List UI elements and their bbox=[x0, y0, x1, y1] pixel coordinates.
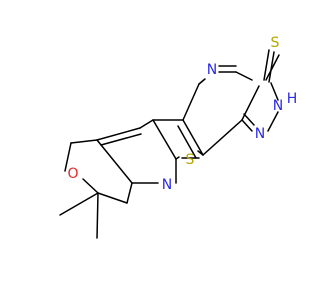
bond bbox=[96, 192, 99, 239]
molecule-structure: S S O N N N N H bbox=[59, 35, 297, 239]
bond bbox=[139, 119, 154, 129]
bond bbox=[182, 83, 200, 121]
triazole-nitrogen-label: N bbox=[255, 126, 265, 142]
pyrimidine-nitrogen-label: N bbox=[207, 62, 217, 78]
bond bbox=[202, 119, 243, 156]
bond bbox=[235, 71, 253, 81]
bond bbox=[64, 142, 72, 172]
bond bbox=[198, 78, 206, 85]
bond bbox=[126, 182, 133, 204]
bond bbox=[97, 192, 128, 204]
triazole-hydrogen-label: H bbox=[287, 91, 298, 107]
bond bbox=[197, 150, 204, 156]
atom-label-layer: S S O N N N N H bbox=[67, 35, 297, 193]
triazole-nh-nitrogen-label: N bbox=[273, 98, 283, 114]
bond bbox=[241, 119, 253, 132]
bond bbox=[268, 51, 275, 83]
bond bbox=[175, 156, 180, 160]
pyran-oxygen-label: O bbox=[67, 166, 78, 182]
bond bbox=[70, 139, 98, 144]
bond bbox=[82, 178, 99, 194]
bond bbox=[96, 127, 141, 141]
bond bbox=[265, 54, 280, 81]
pyridine-nitrogen-label: N bbox=[162, 177, 172, 193]
bond bbox=[263, 49, 270, 81]
bond bbox=[177, 125, 197, 159]
bond bbox=[152, 119, 177, 160]
bond bbox=[96, 139, 133, 184]
ring-sulfur-label: S bbox=[186, 152, 195, 168]
bond bbox=[267, 111, 279, 132]
bond bbox=[59, 192, 99, 216]
bond bbox=[100, 133, 142, 146]
bond-layer bbox=[59, 49, 280, 239]
structure-canvas: S S O N N N N H bbox=[59, 35, 297, 239]
bond bbox=[182, 119, 204, 156]
thione-sulfur-label: S bbox=[271, 35, 280, 51]
bond bbox=[270, 82, 279, 101]
bond bbox=[243, 113, 255, 126]
